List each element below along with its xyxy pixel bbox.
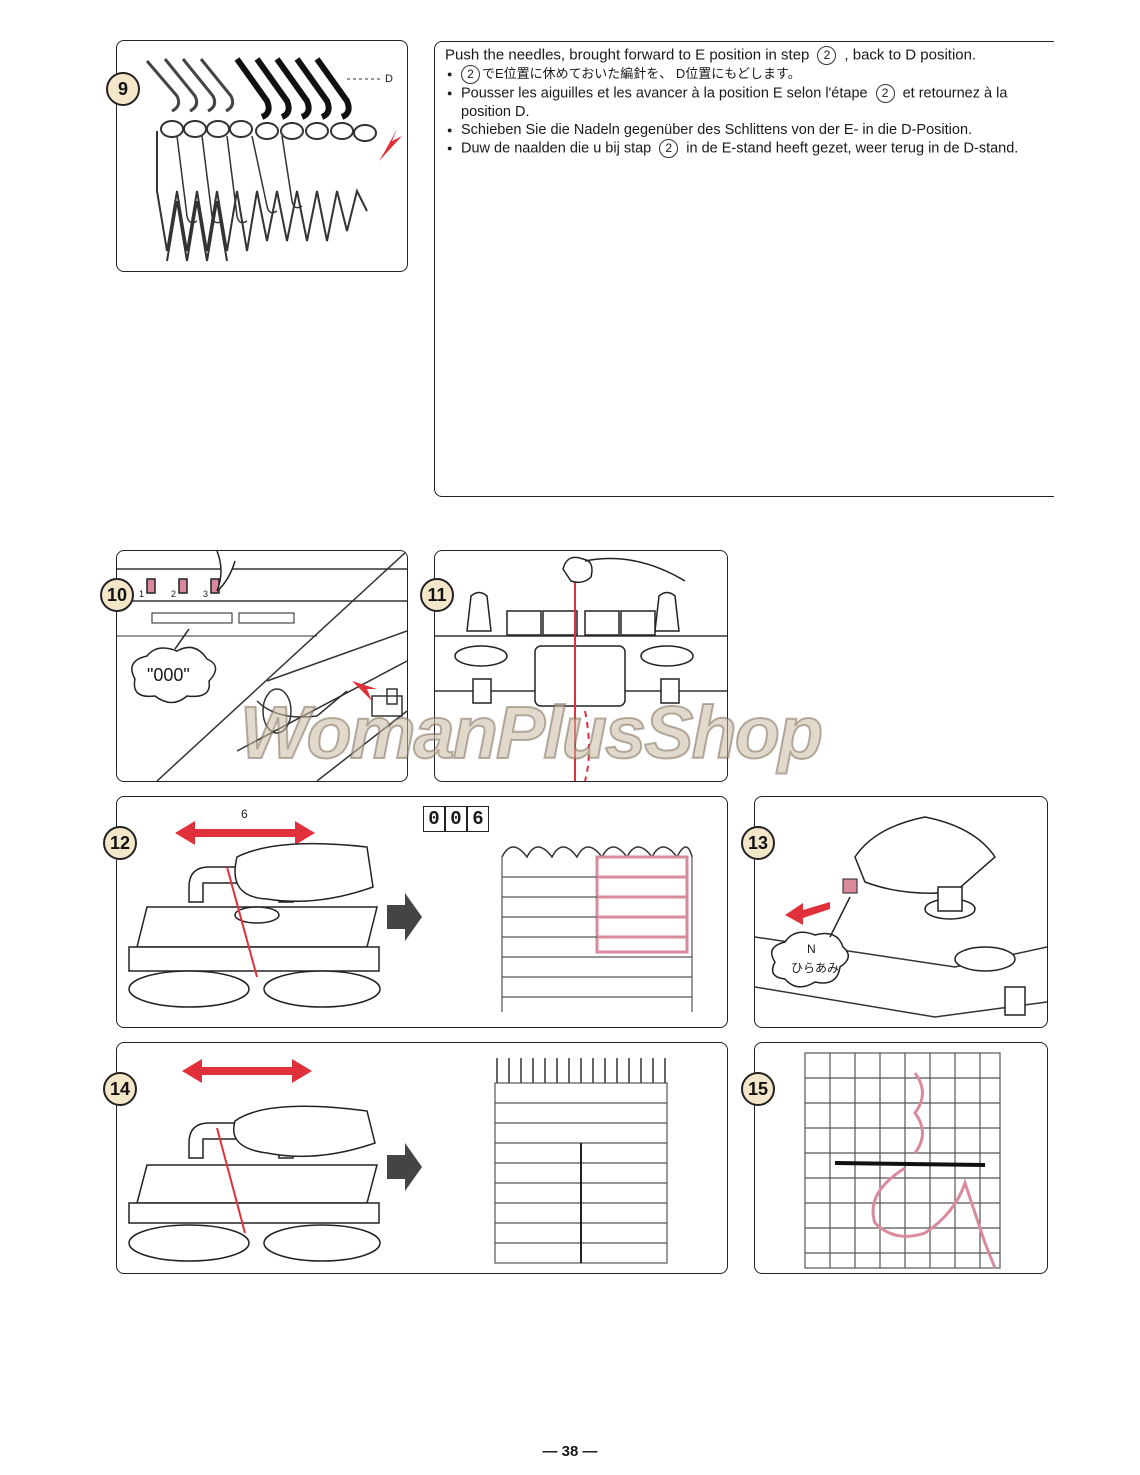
watermark-text: WomanPlusShop — [239, 690, 824, 775]
step-ref-circle: 2 — [659, 139, 679, 159]
dial-label-1: 1 — [139, 589, 145, 599]
tension-dial-illustration — [117, 551, 407, 781]
panel-step-9: D — [116, 40, 408, 272]
row-count-label: 6 — [241, 807, 248, 821]
dial-label-2: 2 — [171, 589, 177, 599]
lever-setting-illustration — [755, 816, 1047, 1018]
panel-step-14 — [116, 1042, 728, 1274]
panel-step-10: 1 2 3 "000" — [116, 550, 408, 782]
carriage-knitting-illustration — [128, 821, 693, 1012]
tension-bubble-text: "000" — [147, 665, 190, 685]
step-number-12: 12 — [103, 826, 137, 860]
counter-digit: 6 — [467, 806, 489, 832]
step-number-11: 11 — [420, 578, 454, 612]
seaming-illustration — [804, 1052, 1001, 1269]
page-number: — 38 — — [542, 1443, 598, 1460]
dial-label-3: 3 — [203, 589, 209, 599]
panel-step-12: 6 — [116, 796, 728, 1028]
step-number-10: 10 — [100, 578, 134, 612]
panel-step-13: N ひらあみ — [754, 796, 1048, 1028]
instructions-box: Push the needles, brought forward to E p… — [434, 41, 1054, 497]
pattern-bubble-line1: N — [807, 942, 816, 956]
carriage-pass-illustration — [128, 1058, 668, 1264]
english-instruction: Push the needles, brought forward to E p… — [445, 46, 977, 65]
counter-digit: 0 — [445, 806, 467, 832]
row-counter-display: 0 0 6 — [423, 806, 489, 832]
step-ref-circle: 2 — [461, 65, 480, 85]
pattern-bubble-line2: ひらあみ — [791, 961, 840, 975]
french-instruction: Pousser les aiguilles et les avancer à l… — [445, 84, 1046, 121]
panel-step-15 — [754, 1042, 1048, 1274]
counter-digit: 0 — [423, 806, 445, 832]
step-ref-circle: 2 — [817, 46, 837, 65]
step-number-14: 14 — [103, 1072, 137, 1106]
needles-illustration — [145, 57, 402, 262]
d-position-label: D — [385, 73, 393, 85]
panel-step-11 — [434, 550, 728, 782]
step-number-15: 15 — [741, 1072, 775, 1106]
step-ref-circle: 2 — [875, 84, 895, 104]
step-number-13: 13 — [741, 826, 775, 860]
german-instruction: Schieben Sie die Nadeln gegenüber des Sc… — [445, 121, 1046, 139]
step-number-9: 9 — [106, 72, 140, 106]
yarn-threading-illustration — [435, 556, 727, 781]
